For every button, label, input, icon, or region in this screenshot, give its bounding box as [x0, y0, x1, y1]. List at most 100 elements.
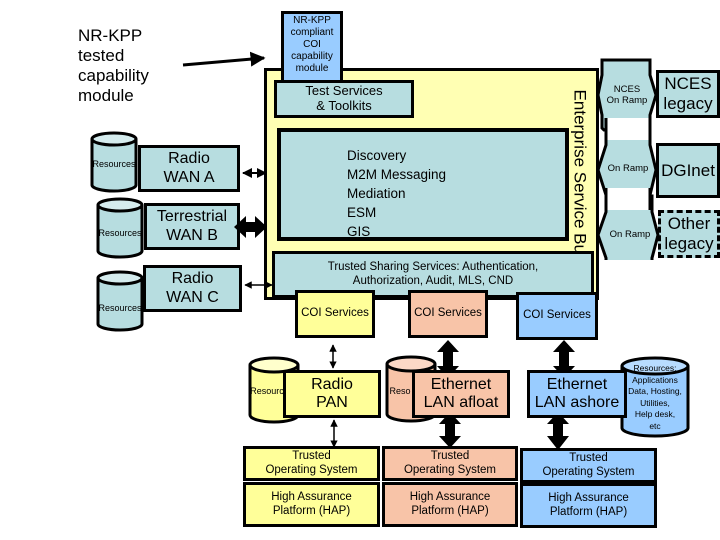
trusted-os-box-pan: Trusted Operating System: [243, 446, 380, 481]
text-line: Trusted: [292, 450, 331, 463]
text-line: COI: [303, 39, 321, 50]
text-line: Data, Hosting,: [628, 386, 682, 396]
text-line: High Assurance: [409, 491, 491, 504]
label-line: tested: [78, 46, 125, 65]
on-ramp-other-label: On Ramp: [602, 229, 658, 240]
coi-services-box-pan: COI Services: [295, 290, 375, 338]
hap-box-afloat: High Assurance Platform (HAP): [382, 482, 518, 527]
text-line: On Ramp: [607, 163, 649, 174]
trusted-os-box-ashore: Trusted Operating System: [520, 448, 657, 483]
text-line: COI Services: [301, 307, 369, 320]
pan-resources-label: Resourc: [250, 387, 284, 396]
text-line: Operating System: [265, 463, 358, 476]
text-line: Ethernet: [430, 375, 492, 393]
other-legacy-box: Other legacy: [658, 210, 720, 258]
hap-box-ashore: High Assurance Platform (HAP): [520, 483, 657, 528]
wan-b-resources-cylinder: [96, 197, 144, 259]
text-line: On Ramp: [606, 95, 648, 106]
text-line: Test Services: [305, 83, 383, 99]
nces-legacy-box: NCES legacy: [656, 70, 720, 118]
text-line: Applications: [632, 374, 678, 385]
text-line: module: [295, 63, 329, 74]
ashore-resources-label: Resources: Applications Data, Hosting, U…: [622, 363, 688, 437]
text-line: High Assurance: [548, 492, 629, 505]
text-line: WAN C: [166, 288, 219, 306]
text-line: NCES: [664, 74, 712, 94]
ashore-tos-thick-arrow: [547, 412, 569, 450]
text-line: Help desk,: [634, 409, 676, 419]
test-services-box: Test Services & Toolkits: [274, 80, 414, 118]
nr-kpp-compliant-module: NR-KPP compliant COI capability module: [281, 11, 343, 83]
text-line: Radio: [311, 375, 353, 393]
text-line: NCES: [613, 84, 641, 95]
text-line: & Toolkits: [316, 98, 372, 113]
service-gis: GIS: [347, 224, 371, 239]
nr-kpp-tested-label: NR-KPP tested capability module: [78, 26, 149, 106]
text-line: LAN afloat: [423, 394, 499, 411]
afloat-tos-thick-arrow: [439, 412, 461, 448]
text-line: DGInet: [661, 160, 715, 180]
coi-services-box-afloat: COI Services: [408, 290, 488, 338]
text-line: legacy: [664, 234, 714, 253]
dginet-box: DGInet: [656, 143, 720, 198]
pointer-arrow: [182, 51, 266, 67]
text-line: Platform (HAP): [272, 504, 351, 517]
text-line: Radio: [171, 270, 214, 288]
wan-b-thick-arrow: [234, 216, 267, 238]
on-ramp-nces-label: NCES On Ramp: [604, 84, 650, 106]
coi-afloat-thick-arrow: [437, 340, 459, 378]
text-line: Authorization, Audit, MLS, CND: [352, 274, 514, 287]
text-line: WAN A: [163, 168, 215, 186]
label-line: capability: [78, 66, 149, 85]
text-line: Operating System: [542, 465, 635, 478]
wan-a-resources-cylinder: [90, 131, 138, 193]
text-line: etc: [649, 420, 661, 431]
text-line: Trusted Sharing Services: Authentication…: [327, 261, 539, 274]
core-services-box: Discovery M2M Messaging Mediation ESM GI…: [277, 128, 569, 241]
on-ramp-dginet-label: On Ramp: [600, 163, 656, 174]
label-line: NR-KPP: [78, 26, 143, 45]
text-line: Ethernet: [546, 375, 608, 393]
text-line: Platform (HAP): [549, 505, 628, 518]
wan-a-box: Radio WAN A: [138, 145, 240, 192]
text-line: LAN ashore: [534, 394, 620, 411]
label-line: module: [78, 86, 134, 105]
text-line: legacy: [663, 94, 713, 113]
text-line: Operating System: [403, 463, 497, 476]
text-line: COI Services: [414, 307, 482, 320]
wan-c-resources-label: Resources: [98, 303, 142, 313]
text-line: Trusted: [569, 452, 608, 465]
afloat-resources-label: Reso: [389, 387, 411, 396]
text-line: WAN B: [166, 226, 218, 244]
text-line: capability: [291, 51, 333, 62]
text-line: High Assurance: [271, 491, 352, 504]
ethernet-lan-ashore-box: Ethernet LAN ashore: [527, 370, 627, 418]
text-line: Other: [667, 214, 711, 234]
text-line: Radio: [168, 150, 210, 168]
text-line: On Ramp: [609, 229, 651, 240]
coi-services-box-ashore: COI Services: [516, 292, 598, 340]
text-line: Platform (HAP): [411, 504, 489, 517]
trusted-os-box-afloat: Trusted Operating System: [382, 446, 518, 481]
wan-a-resources-label: Resources: [92, 159, 136, 169]
text-line: Resources:: [633, 363, 677, 373]
hap-box-pan: High Assurance Platform (HAP): [243, 482, 380, 527]
coi-ashore-thick-arrow: [553, 340, 575, 378]
radio-pan-box: Radio PAN: [283, 370, 381, 418]
text-line: Trusted: [430, 450, 470, 463]
ashore-resources-cylinder: [620, 356, 690, 438]
text-line: compliant: [290, 27, 334, 38]
service-discovery: Discovery: [347, 148, 407, 163]
service-mediation: Mediation: [347, 186, 406, 201]
service-m2m-messaging: M2M Messaging: [347, 167, 447, 182]
wan-c-resources-cylinder: [96, 270, 144, 332]
text-line: Utilities,: [640, 397, 670, 408]
wan-b-resources-label: Resources: [98, 228, 142, 238]
text-line: NR-KPP: [293, 15, 331, 26]
text-line: Terrestrial: [156, 208, 228, 226]
text-line: PAN: [316, 394, 348, 411]
wan-c-box: Radio WAN C: [143, 265, 242, 312]
service-esm: ESM: [347, 205, 377, 220]
text-line: COI Services: [523, 309, 591, 322]
